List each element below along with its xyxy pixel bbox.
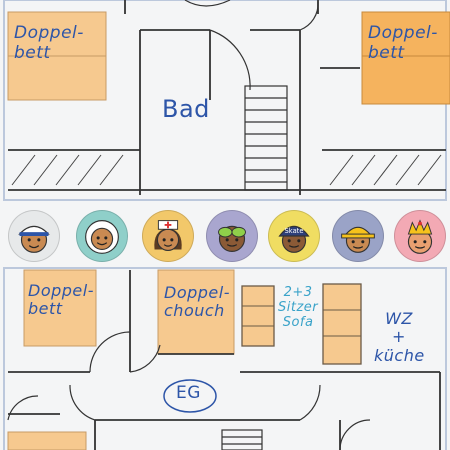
lower-left-bed [23, 269, 97, 347]
upper-left-bed-label: Doppel- bett [14, 23, 84, 63]
green-goggles-face-icon [218, 225, 246, 252]
yellow-hardhat-face-icon [341, 226, 375, 253]
sofa-left [241, 285, 275, 347]
person-magnets: Skate [0, 208, 450, 268]
couch [157, 269, 235, 355]
green-goggles-magnet[interactable] [206, 210, 258, 262]
nurse-cap-face-icon [154, 220, 182, 251]
upper-right-bed-label: Doppel- bett [368, 23, 438, 63]
bath-label: Bad [162, 95, 210, 123]
lower-left-bed-label: Doppel- bett [28, 281, 94, 319]
lower-left-block [7, 431, 87, 450]
living-kitchen-label: WZ + küche [374, 309, 425, 365]
sailor-cap-face-icon [18, 225, 50, 253]
couch-label: Doppel- chouch [164, 283, 230, 321]
sofa-label: 2+3 Sitzer Sofa [278, 285, 319, 330]
eg-circle [163, 379, 217, 413]
upper-right-bed [361, 11, 450, 105]
nurse-cap-magnet[interactable] [142, 210, 194, 262]
sofa-right [322, 283, 362, 365]
white-hood-face-icon [85, 220, 119, 254]
yellow-crown-magnet[interactable] [394, 210, 446, 262]
white-hood-magnet[interactable] [76, 210, 128, 262]
skate-helmet-face-icon: Skate [278, 225, 310, 253]
sailor-cap-magnet[interactable] [8, 210, 60, 262]
svg-text:Skate: Skate [285, 227, 304, 235]
skate-helmet-magnet[interactable]: Skate [268, 210, 320, 262]
floor-label: EG [176, 383, 201, 403]
yellow-hardhat-magnet[interactable] [332, 210, 384, 262]
yellow-crown-face-icon [407, 219, 433, 254]
